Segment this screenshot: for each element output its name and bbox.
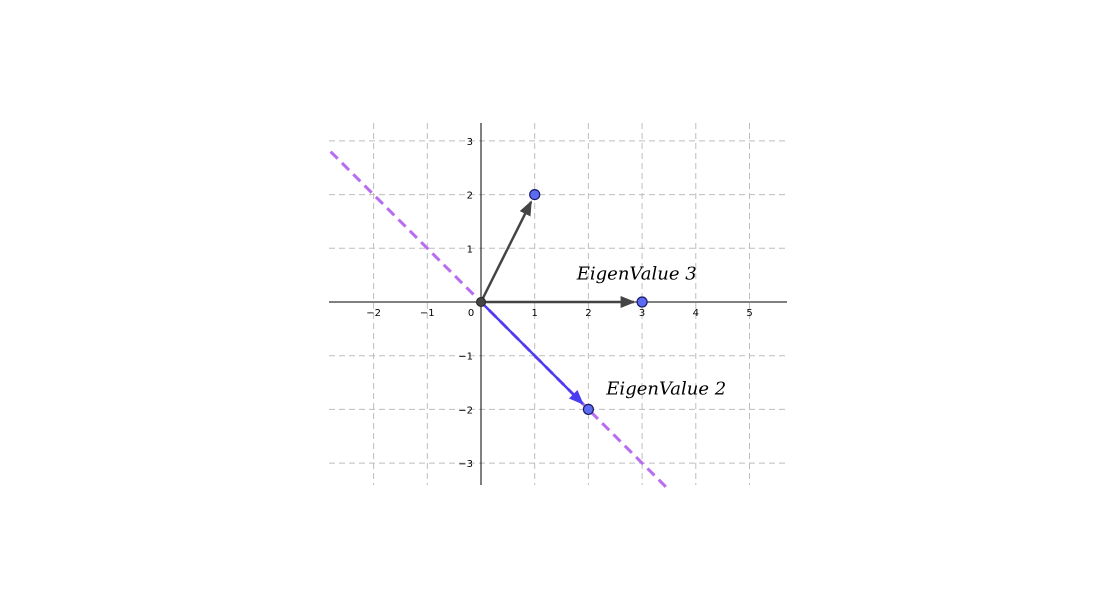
y-tick-label: 3 xyxy=(467,137,473,148)
x-tick-label: −1 xyxy=(420,308,435,319)
points xyxy=(476,189,648,415)
x-tick-label: 5 xyxy=(746,308,752,319)
data-point xyxy=(582,403,595,415)
x-tick-label: 2 xyxy=(585,308,591,319)
y-tick-label: −2 xyxy=(458,405,473,416)
y-tick-label: −1 xyxy=(458,352,473,363)
eigenvalue-label: EigenValue 3 xyxy=(576,263,697,284)
vector-arrow xyxy=(480,301,584,405)
tick-labels: −2 −1 0 1 2 3 4 5 3 2 1 −1 −2 −3 xyxy=(366,137,752,470)
origin-point xyxy=(476,297,486,307)
axes xyxy=(329,123,787,485)
vectors xyxy=(479,200,636,405)
x-tick-label: 3 xyxy=(639,308,645,319)
x-tick-label: 1 xyxy=(532,308,538,319)
eigenvalue-label: EigenValue 2 xyxy=(605,378,726,399)
vector-arrow xyxy=(479,200,533,303)
x-tick-label: 0 xyxy=(468,308,474,319)
x-tick-label: −2 xyxy=(366,308,381,319)
data-point xyxy=(636,296,648,308)
eigenvalue-labels: EigenValue 3 EigenValue 2 xyxy=(576,263,726,399)
x-tick-label: 4 xyxy=(693,308,699,319)
y-tick-label: 1 xyxy=(467,244,473,255)
y-tick-label: 2 xyxy=(467,191,473,202)
y-tick-label: −3 xyxy=(458,459,473,470)
data-point xyxy=(529,189,541,201)
grid xyxy=(329,123,787,485)
